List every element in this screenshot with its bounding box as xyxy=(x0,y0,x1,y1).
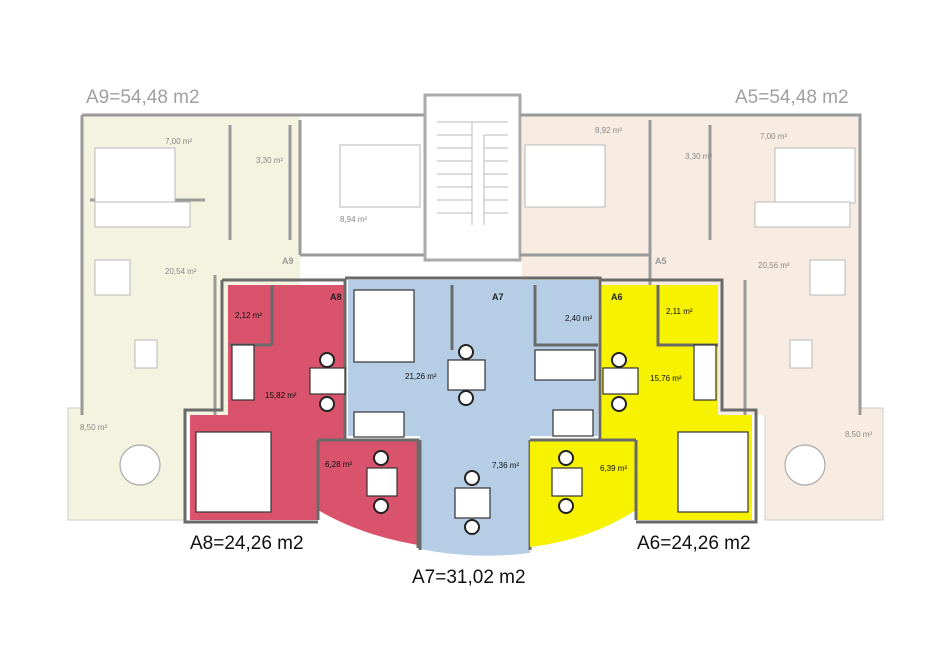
dining-table xyxy=(94,259,131,296)
unit-total-area: A8=24,26 m2 xyxy=(190,533,304,554)
room-area: 8,50 m² xyxy=(845,430,872,439)
room-area: 3,30 m² xyxy=(685,152,712,161)
sofa xyxy=(534,349,596,381)
room-area: 2,40 m² xyxy=(565,314,592,323)
unit-tag: A8 xyxy=(330,292,342,302)
bed xyxy=(339,144,421,208)
room-area: 8,94 m² xyxy=(340,215,367,224)
room-area: 8,92 m² xyxy=(595,126,622,135)
room-area: 21,26 m² xyxy=(405,372,437,381)
room-area: 2,11 m² xyxy=(666,307,693,316)
unit-tag: A5 xyxy=(655,256,667,266)
bed xyxy=(353,289,415,363)
wardrobe xyxy=(353,411,405,438)
room-area: 7,00 m² xyxy=(760,132,787,141)
bed xyxy=(195,431,272,513)
room-area: 15,76 m² xyxy=(650,374,682,383)
unit-tag: A6 xyxy=(611,292,623,302)
room-area: 6,28 m² xyxy=(325,460,352,469)
kitchen-sink xyxy=(552,409,594,437)
room-area: 2,12 m² xyxy=(235,311,262,320)
kitchen-counter xyxy=(693,344,717,401)
room-area: 20,54 m² xyxy=(165,267,197,276)
unit-total-area: A6=24,26 m2 xyxy=(637,533,751,554)
unit-total-area: A9=54,48 m2 xyxy=(86,87,200,108)
unit-a7: 21,26 m² 2,40 m² 7,36 m² A7 A7=31,02 m2 xyxy=(345,276,602,588)
room-area: 20,56 m² xyxy=(758,261,790,270)
kitchen-counter xyxy=(231,344,255,401)
dining-table xyxy=(309,367,346,395)
dining-table xyxy=(809,259,846,296)
room-area: 8,50 m² xyxy=(80,423,107,432)
unit-tag: A9 xyxy=(282,256,294,266)
unit-a6: 2,11 m² 15,76 m² 6,39 m² A6 A6=24,26 m2 xyxy=(530,278,758,554)
kitchen-counter xyxy=(754,201,851,228)
unit-total-area: A5=54,48 m2 xyxy=(735,87,849,108)
terrace-table xyxy=(784,444,826,486)
unit-a8: 2,12 m² 15,82 m² 6,28 m² A8 A8=24,26 m2 xyxy=(183,278,420,554)
room-area: 15,82 m² xyxy=(265,391,297,400)
stairwell xyxy=(423,93,522,262)
room-area: 6,39 m² xyxy=(600,464,627,473)
sofa xyxy=(789,339,813,369)
bed xyxy=(524,144,606,208)
dining-table xyxy=(447,359,486,391)
terrace-table xyxy=(119,444,161,486)
sofa xyxy=(134,339,158,369)
desk xyxy=(551,467,583,497)
desk xyxy=(366,467,398,497)
room-area: 7,36 m² xyxy=(492,461,519,470)
dining-table xyxy=(602,367,639,395)
bed xyxy=(677,431,749,513)
room-area: 3,30 m² xyxy=(256,156,283,165)
bed xyxy=(774,147,856,204)
room-area: 7,00 m² xyxy=(165,137,192,146)
bed xyxy=(94,147,176,204)
unit-total-area: A7=31,02 m2 xyxy=(412,567,526,588)
unit-tag: A7 xyxy=(492,292,504,302)
unit-a9: 7,00 m² 3,30 m² 8,94 m² 20,54 m² 8,50 m²… xyxy=(67,87,425,521)
desk xyxy=(454,487,491,519)
kitchen-counter xyxy=(94,201,191,228)
